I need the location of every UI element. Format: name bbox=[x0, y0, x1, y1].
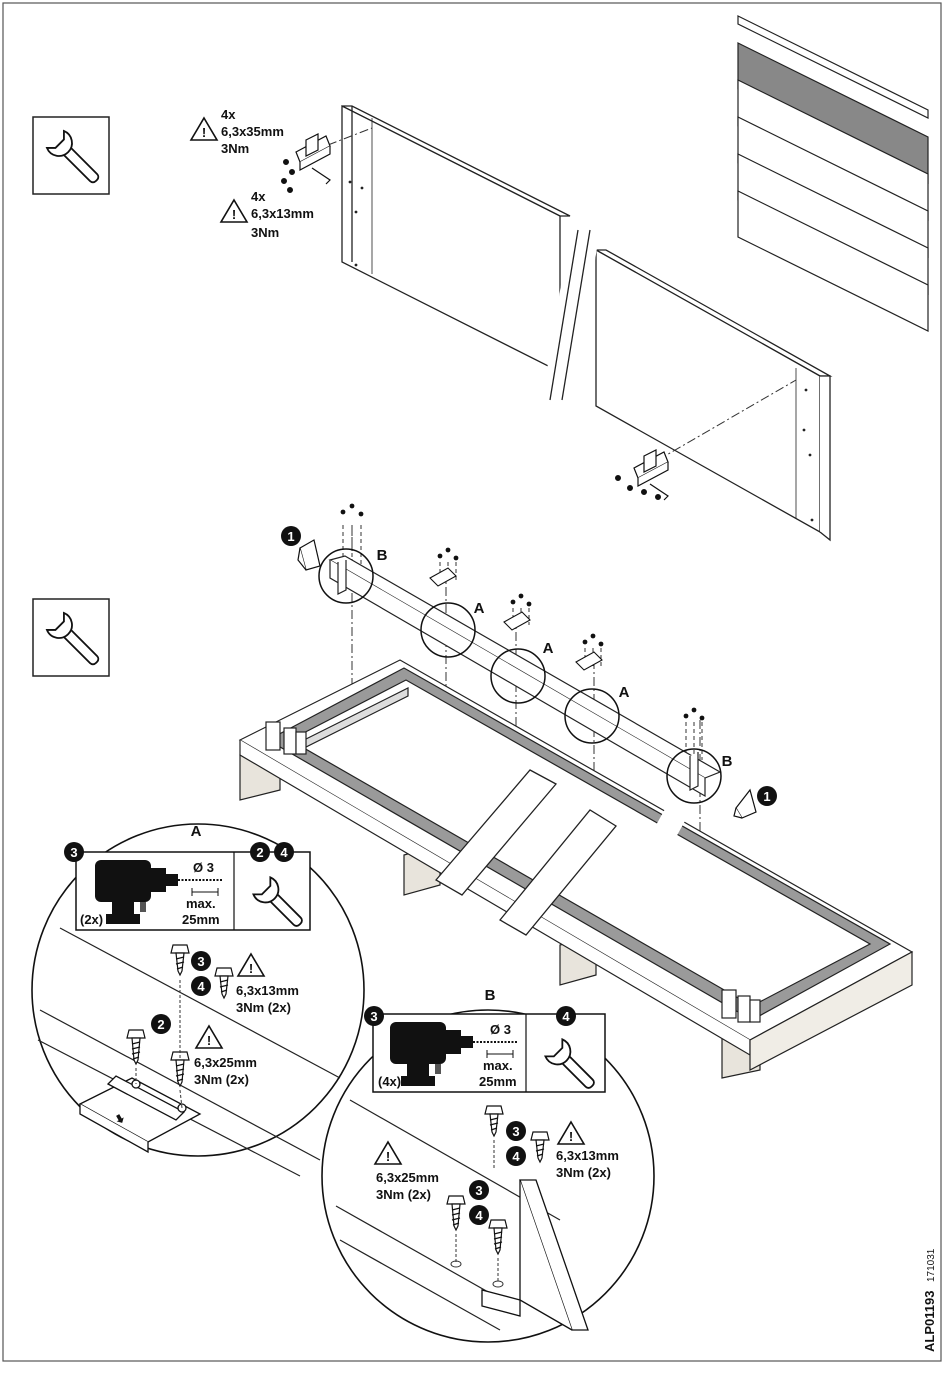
panel-stack-overview bbox=[738, 16, 928, 331]
screw-torque: 3Nm (2x) bbox=[376, 1187, 431, 1202]
doc-date: 171031 bbox=[926, 1248, 937, 1282]
corner-bracket-right bbox=[734, 790, 756, 818]
svg-text:2: 2 bbox=[157, 1017, 164, 1032]
top-bracket bbox=[282, 134, 330, 192]
svg-text:!: ! bbox=[569, 1129, 573, 1144]
step-badge: 2 bbox=[250, 842, 270, 862]
svg-text:3: 3 bbox=[370, 1009, 377, 1024]
step-badge: 4 bbox=[506, 1146, 526, 1166]
bottom-bracket bbox=[616, 450, 668, 500]
svg-text:!: ! bbox=[249, 961, 253, 976]
document-code: ALP01193 171031 bbox=[922, 1248, 937, 1352]
detail-b: B bbox=[322, 987, 654, 1342]
svg-text:1: 1 bbox=[287, 529, 294, 544]
drill-depth: 25mm bbox=[182, 912, 220, 927]
callout-1-left: 1 bbox=[281, 526, 301, 546]
screw-size: 6,3x25mm bbox=[376, 1170, 439, 1185]
step-badge: 3 bbox=[506, 1121, 526, 1141]
step-badge: 4 bbox=[191, 976, 211, 996]
step-badge: 4 bbox=[556, 1006, 576, 1026]
step-badge: 4 bbox=[469, 1205, 489, 1225]
svg-text:3: 3 bbox=[512, 1124, 519, 1139]
ref-label-a: A bbox=[543, 640, 554, 657]
screw-spec-lower: ! 4x 6,3x13mm 3Nm bbox=[221, 189, 314, 240]
screw-qty: 4x bbox=[251, 189, 266, 204]
svg-text:!: ! bbox=[386, 1149, 390, 1164]
doc-code: ALP01193 bbox=[922, 1291, 937, 1352]
warning-icon: ! bbox=[221, 200, 247, 222]
screw-torque: 3Nm (2x) bbox=[194, 1072, 249, 1087]
step-badge: 4 bbox=[274, 842, 294, 862]
screw-size: 6,3x35mm bbox=[221, 124, 284, 139]
drill-depth-label: max. bbox=[483, 1058, 513, 1073]
svg-text:3: 3 bbox=[197, 954, 204, 969]
detail-a-title: A bbox=[191, 823, 202, 840]
detail-a-toolbox: Ø 3 max. 25mm (2x) bbox=[76, 852, 310, 933]
ref-label-a: A bbox=[619, 684, 630, 701]
step-badge: 3 bbox=[191, 951, 211, 971]
screw-size: 6,3x25mm bbox=[194, 1055, 257, 1070]
drill-count: (4x) bbox=[378, 1074, 401, 1089]
step-badge: 3 bbox=[64, 842, 84, 862]
wrench-icon-box-1 bbox=[33, 117, 109, 194]
step-badge: 3 bbox=[364, 1006, 384, 1026]
svg-text:1: 1 bbox=[763, 789, 770, 804]
callout-1-right: 1 bbox=[757, 786, 777, 806]
screw-spec-upper: ! 4x 6,3x35mm 3Nm bbox=[191, 107, 284, 156]
screw-qty: 4x bbox=[221, 107, 236, 122]
screw-size: 6,3x13mm bbox=[251, 206, 314, 221]
svg-text:4: 4 bbox=[280, 845, 288, 860]
detail-a: A ⇩ bbox=[32, 823, 364, 1176]
screw-torque: 3Nm bbox=[251, 225, 279, 240]
drill-depth-label: max. bbox=[186, 896, 216, 911]
screw-size: 6,3x13mm bbox=[556, 1148, 619, 1163]
screw-torque: 3Nm (2x) bbox=[556, 1165, 611, 1180]
drill-depth: 25mm bbox=[479, 1074, 517, 1089]
drill-count: (2x) bbox=[80, 912, 103, 927]
svg-text:4: 4 bbox=[512, 1149, 520, 1164]
detail-b-toolbox: Ø 3 max. 25mm (4x) bbox=[373, 1014, 605, 1095]
svg-text:!: ! bbox=[202, 125, 206, 140]
ref-label-b: B bbox=[722, 753, 733, 770]
svg-text:4: 4 bbox=[197, 979, 205, 994]
screw-torque: 3Nm bbox=[221, 141, 249, 156]
screw-size: 6,3x13mm bbox=[236, 983, 299, 998]
svg-text:!: ! bbox=[232, 207, 236, 222]
ref-label-b: B bbox=[377, 547, 388, 564]
warning-icon: ! bbox=[191, 118, 217, 140]
ref-label-a: A bbox=[474, 600, 485, 617]
wrench-icon-box-2 bbox=[33, 599, 109, 676]
drill-diameter: Ø 3 bbox=[193, 860, 214, 875]
corner-bracket-left bbox=[298, 540, 320, 570]
svg-text:3: 3 bbox=[475, 1183, 482, 1198]
detail-b-title: B bbox=[485, 987, 496, 1004]
svg-text:4: 4 bbox=[562, 1009, 570, 1024]
drill-diameter: Ø 3 bbox=[490, 1022, 511, 1037]
step-badge: 2 bbox=[151, 1014, 171, 1034]
svg-text:!: ! bbox=[207, 1033, 211, 1048]
svg-text:4: 4 bbox=[475, 1208, 483, 1223]
step-badge: 3 bbox=[469, 1180, 489, 1200]
svg-text:2: 2 bbox=[256, 845, 263, 860]
screw-torque: 3Nm (2x) bbox=[236, 1000, 291, 1015]
svg-text:3: 3 bbox=[70, 845, 77, 860]
